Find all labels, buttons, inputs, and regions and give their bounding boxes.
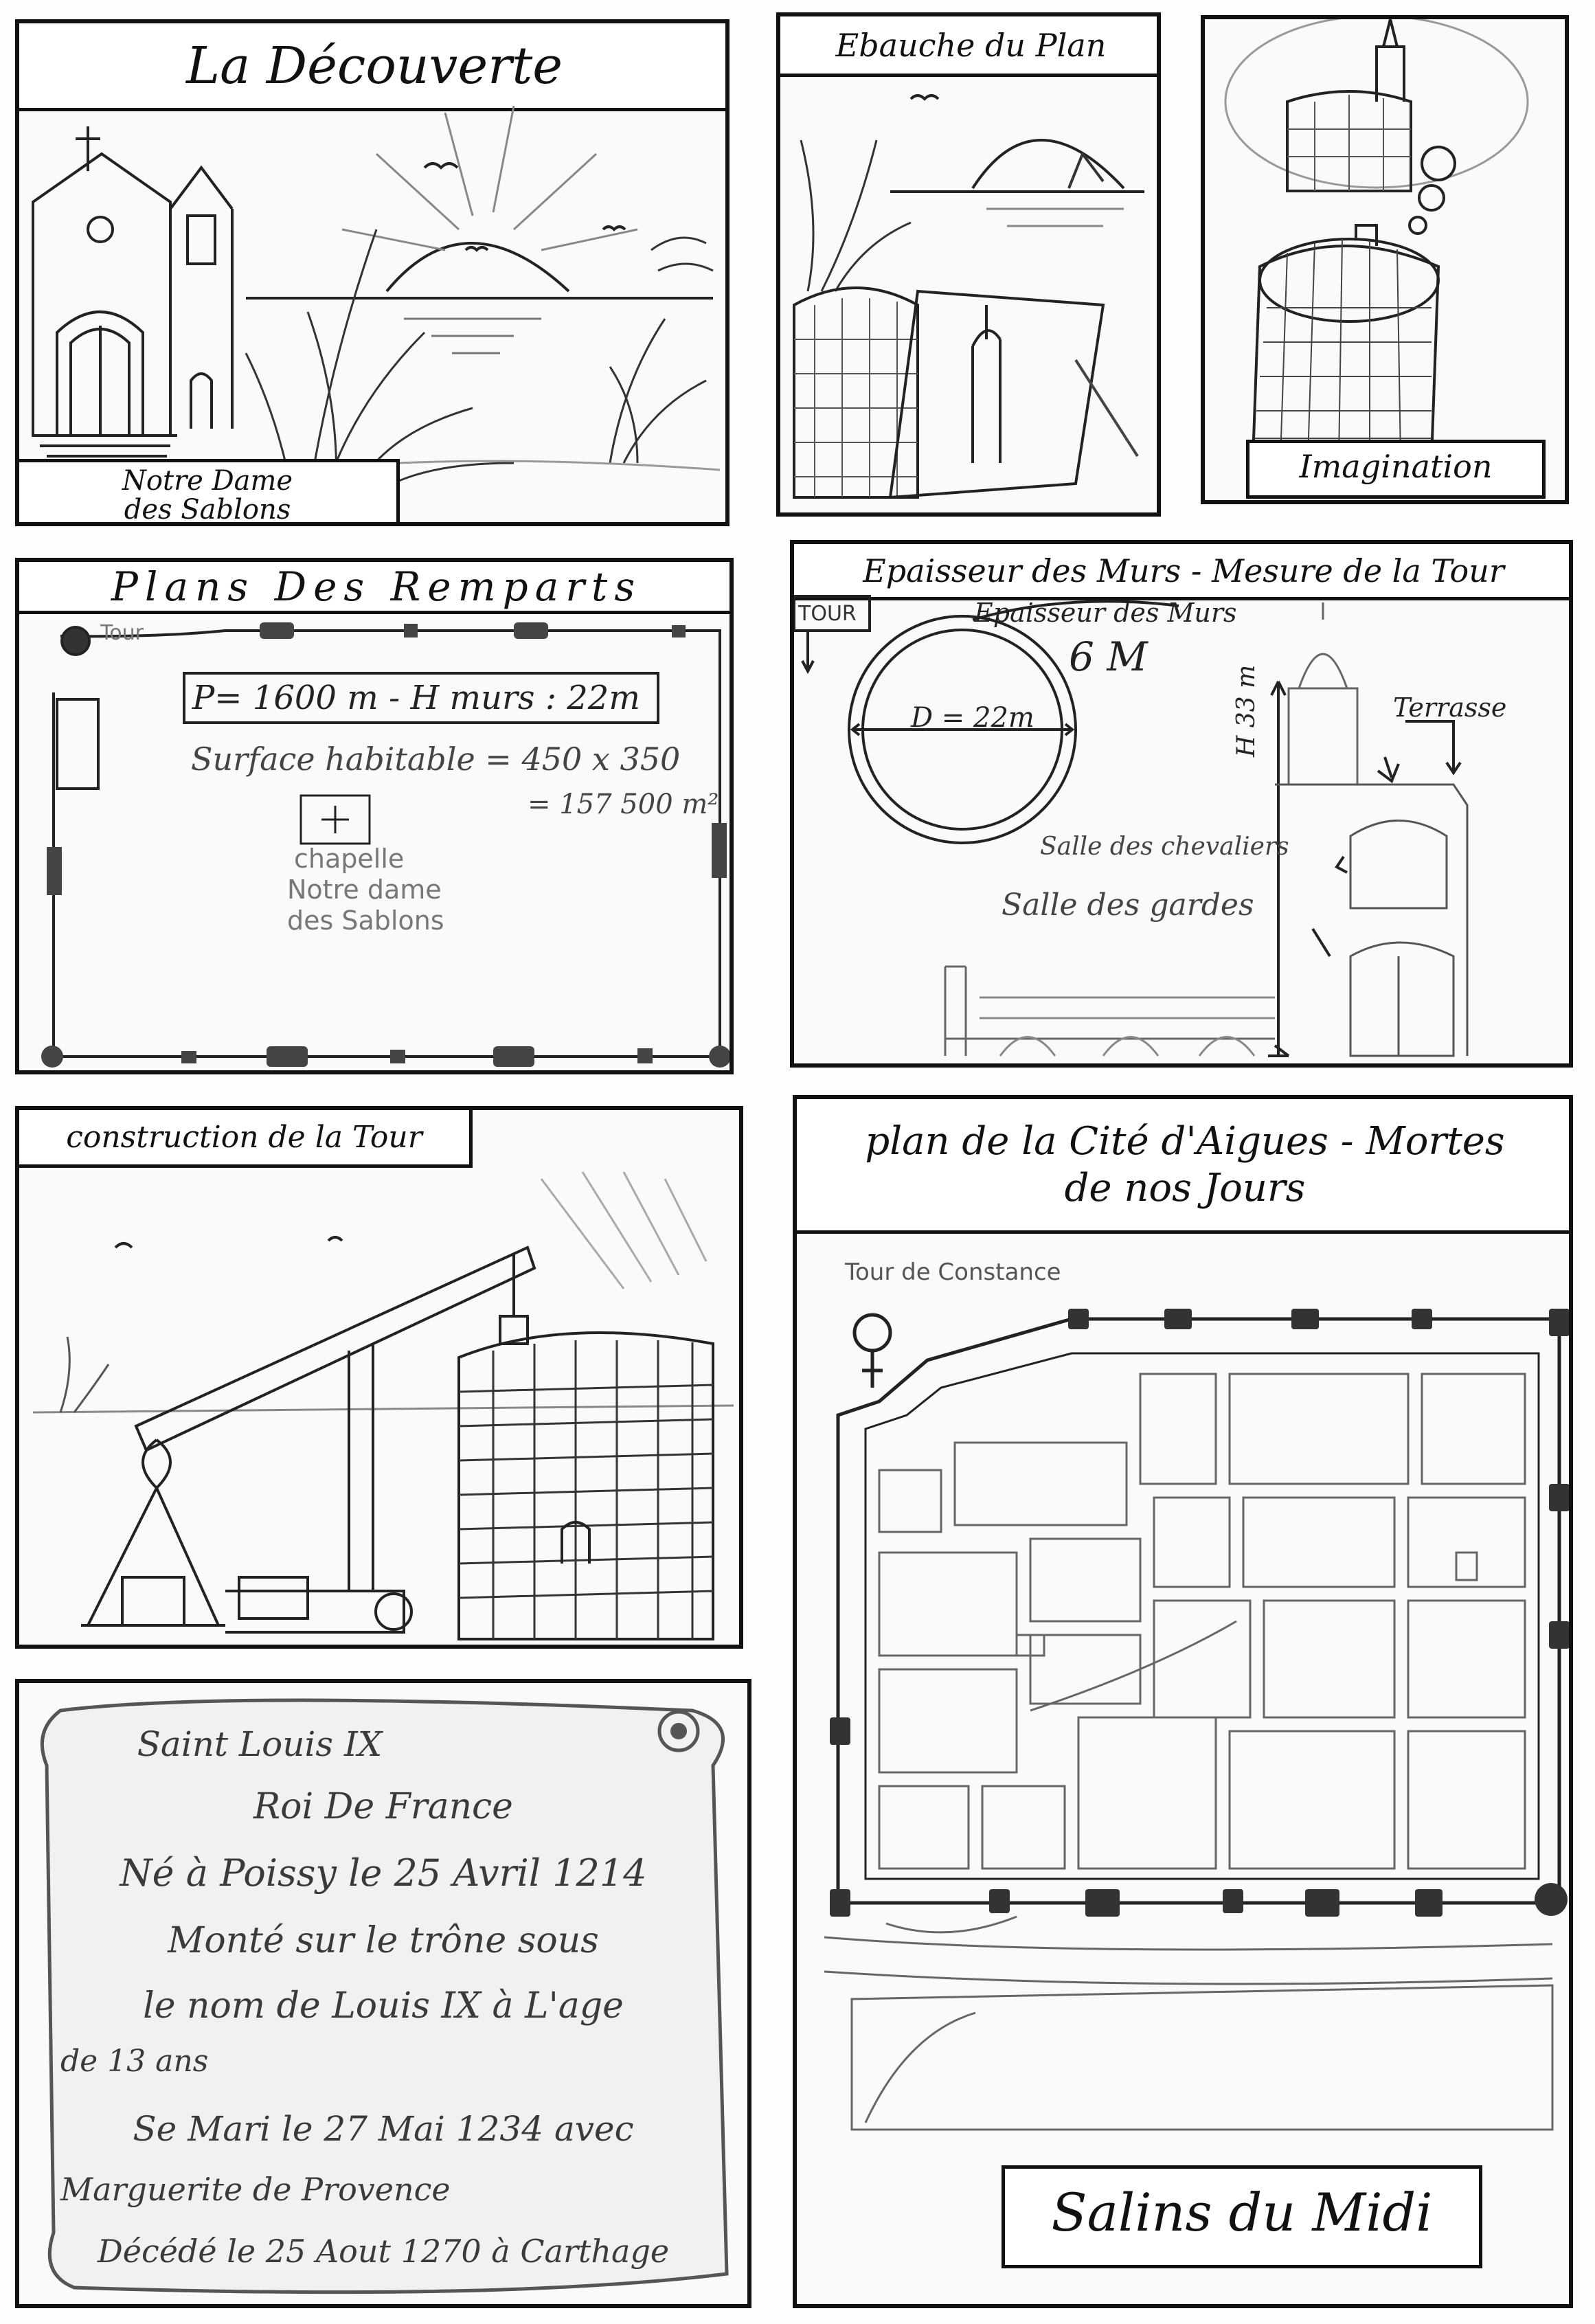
walls-value: 6 M: [1069, 633, 1148, 680]
height-label: H 33 m: [1232, 664, 1260, 757]
scroll-line-5: le nom de Louis IX à L'age: [143, 1985, 624, 2027]
chapelle-line-3: des Sablons: [287, 905, 444, 936]
chapelle-line-1: chapelle: [294, 844, 405, 874]
perimeter-text: P= 1600 m - H murs : 22m: [192, 679, 640, 717]
scroll-line-4: Monté sur le trône sous: [168, 1920, 599, 1961]
construction-sketch: [32, 1171, 734, 1640]
scroll-line-2: Roi De France: [253, 1786, 513, 1827]
panel-title: plan de la Cité d'Aigues - Mortes de nos…: [797, 1099, 1569, 1234]
cite-plan: [824, 1309, 1569, 2131]
panel-title-text: construction de la Tour: [66, 1120, 422, 1155]
tour-label: Tour de Constance: [845, 1259, 1061, 1286]
remparts-plan: [41, 622, 729, 1068]
panel-title-line-1: plan de la Cité d'Aigues - Mortes: [865, 1119, 1505, 1164]
panel-imagination: Imagination: [1201, 15, 1569, 504]
panel-title: Epaisseur des Murs - Mesure de la Tour: [794, 544, 1569, 600]
panel-title: Ebauche du Plan: [780, 16, 1157, 77]
tour-label: TOUR: [798, 602, 857, 626]
panel-cite: plan de la Cité d'Aigues - Mortes de nos…: [793, 1095, 1573, 2308]
panel-title: Plans Des Remparts: [19, 562, 729, 614]
scroll-line-3: Né à Poissy le 25 Avril 1214: [120, 1851, 647, 1895]
scroll-line-6: de 13 ans: [60, 2044, 209, 2079]
ebauche-sketch: [793, 94, 1144, 499]
walls-label: Epaisseur des Murs: [974, 598, 1237, 628]
panel-title-text: La Découverte: [185, 36, 563, 95]
panel-title: construction de la Tour: [19, 1110, 473, 1168]
tour-label: Tour: [100, 621, 144, 645]
panel-construction: construction de la Tour: [15, 1106, 743, 1649]
diameter-label: D = 22m: [911, 702, 1034, 734]
panel-title-text: Ebauche du Plan: [835, 26, 1107, 64]
panel-caption: Imagination: [1246, 440, 1546, 499]
panel-epaisseur: Epaisseur des Murs - Mesure de la Tour: [790, 540, 1573, 1068]
surface-line-2: = 157 500 m²: [528, 789, 719, 820]
panel-title-text: Plans Des Remparts: [111, 563, 642, 610]
scroll-parchment: [40, 1698, 729, 2294]
caption-line-1: Notre Dame: [122, 465, 293, 497]
chevaliers-label: Salle des chevaliers: [1040, 833, 1289, 861]
panel-decouverte: La Découverte: [15, 19, 729, 526]
scroll-line-9: Décédé le 25 Aout 1270 à Carthage: [97, 2233, 670, 2270]
panel-caption: Salins du Midi: [1002, 2165, 1482, 2268]
caption-text: Salins du Midi: [1051, 2182, 1433, 2243]
caption-text: Imagination: [1299, 448, 1493, 485]
panel-title-line-2: de nos Jours: [1064, 1165, 1306, 1210]
gardes-label: Salle des gardes: [1002, 888, 1254, 923]
terrasse-label: Terrasse: [1393, 692, 1507, 723]
surface-line-1: Surface habitable = 450 x 350: [191, 741, 681, 778]
caption-line-2: des Sablons: [124, 494, 291, 526]
panel-title-text: Epaisseur des Murs - Mesure de la Tour: [863, 552, 1504, 589]
chapelle-line-2: Notre dame: [287, 875, 442, 905]
imagination-sketch: [1224, 19, 1529, 460]
panel-caption: Notre Dame des Sablons: [19, 459, 400, 526]
decouverte-sketch: [32, 105, 721, 506]
panel-remparts: Plans Des Remparts: [15, 558, 734, 1074]
panel-title: La Découverte: [19, 23, 725, 111]
panel-saint-louis: Saint Louis IX Roi De France Né à Poissy…: [15, 1679, 751, 2308]
scroll-line-8: Marguerite de Provence: [60, 2171, 451, 2208]
panel-ebauche: Ebauche du Plan: [776, 12, 1161, 517]
scroll-line-1: Saint Louis IX: [137, 1724, 383, 1764]
scroll-line-7: Se Mari le 27 Mai 1234 avec: [133, 2109, 634, 2149]
epaisseur-sketch: [794, 595, 1469, 1057]
